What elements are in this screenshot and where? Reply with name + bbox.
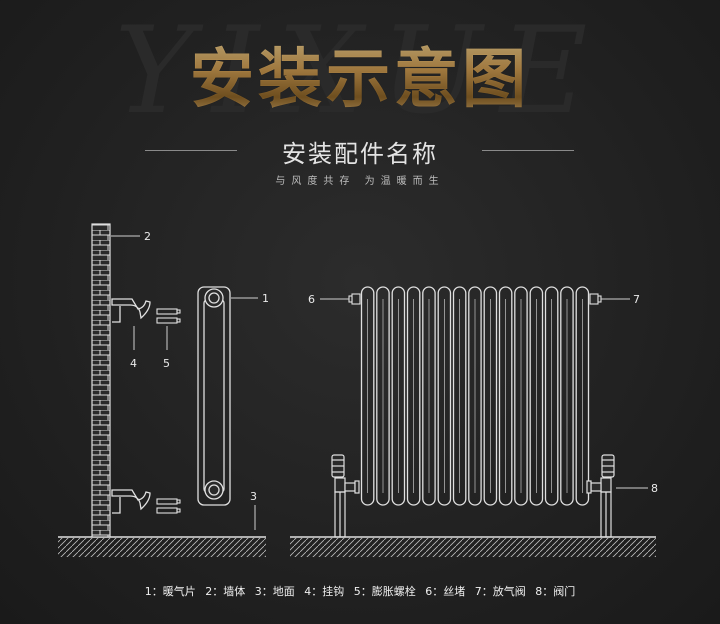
- leader-lines-right: [320, 298, 648, 489]
- radiator-column: [514, 286, 528, 506]
- radiator-column: [391, 286, 406, 506]
- slogan: 与风度共存 为温暖而生: [275, 176, 445, 187]
- radiator-column: [560, 286, 574, 506]
- subtitle-row: 安装配件名称: [0, 134, 720, 168]
- legend-item-air-vent: 7：放气阀: [474, 585, 526, 598]
- ground-left: [58, 536, 266, 557]
- ground-right: [290, 536, 656, 557]
- subtitle: 安装配件名称: [282, 140, 438, 168]
- radiator-column: [483, 286, 498, 506]
- background-watermark: YIXUE: [40, 2, 680, 141]
- radiator-column: [468, 286, 482, 506]
- legend-item-valve: 8：阀门: [535, 585, 576, 598]
- legend-item-plug: 6：丝堵: [425, 585, 466, 598]
- radiator-column: [452, 286, 467, 506]
- front-view: 6 7 8: [290, 286, 658, 557]
- callout-1: 1: [262, 292, 269, 305]
- leader-lines-left: [111, 235, 258, 530]
- radiator-column: [422, 286, 436, 506]
- air-vent: [589, 293, 602, 305]
- radiator-column: [437, 286, 452, 506]
- radiator-side-profile: [197, 286, 231, 506]
- brick-wall: [91, 223, 111, 538]
- radiator-column: [544, 286, 559, 506]
- legend-item-wall: 2：墙体: [205, 585, 246, 598]
- bolt-bottom: [156, 498, 181, 514]
- legend: 1：暖气片 2：墙体 3：地面 4：挂钩 5：膨胀螺栓 6：丝堵 7：放气阀 8…: [0, 583, 720, 599]
- callout-3: 3: [250, 490, 257, 503]
- bolt-top: [156, 308, 181, 324]
- subtitle-divider-left: [145, 150, 237, 151]
- callout-2: 2: [144, 230, 151, 243]
- legend-item-expansion-bolt: 5：膨胀螺栓: [353, 585, 416, 598]
- hook-top: [111, 298, 151, 323]
- legend-item-radiator: 1：暖气片: [144, 585, 196, 598]
- radiator-column: [498, 286, 513, 506]
- side-view: 2 1 3 4 5: [58, 223, 269, 557]
- legend-item-hook: 4：挂钩: [304, 585, 345, 598]
- hook-bottom: [111, 489, 151, 514]
- radiator-column: [575, 286, 590, 506]
- radiator-columns: [360, 286, 590, 506]
- radiator-column: [376, 286, 390, 506]
- callout-8: 8: [651, 482, 658, 495]
- radiator-column: [529, 286, 544, 506]
- radiator-column: [406, 286, 421, 506]
- valve-right: [586, 454, 615, 538]
- subtitle-divider-right: [482, 150, 574, 151]
- main-title: 安装示意图: [0, 28, 720, 120]
- callout-5: 5: [163, 357, 170, 370]
- callout-7: 7: [633, 293, 640, 306]
- plug: [348, 293, 361, 305]
- legend-item-ground: 3：地面: [254, 585, 295, 598]
- callout-4: 4: [130, 357, 137, 370]
- valve-left: [331, 454, 360, 538]
- callout-6: 6: [308, 293, 315, 306]
- radiator-column: [360, 286, 375, 506]
